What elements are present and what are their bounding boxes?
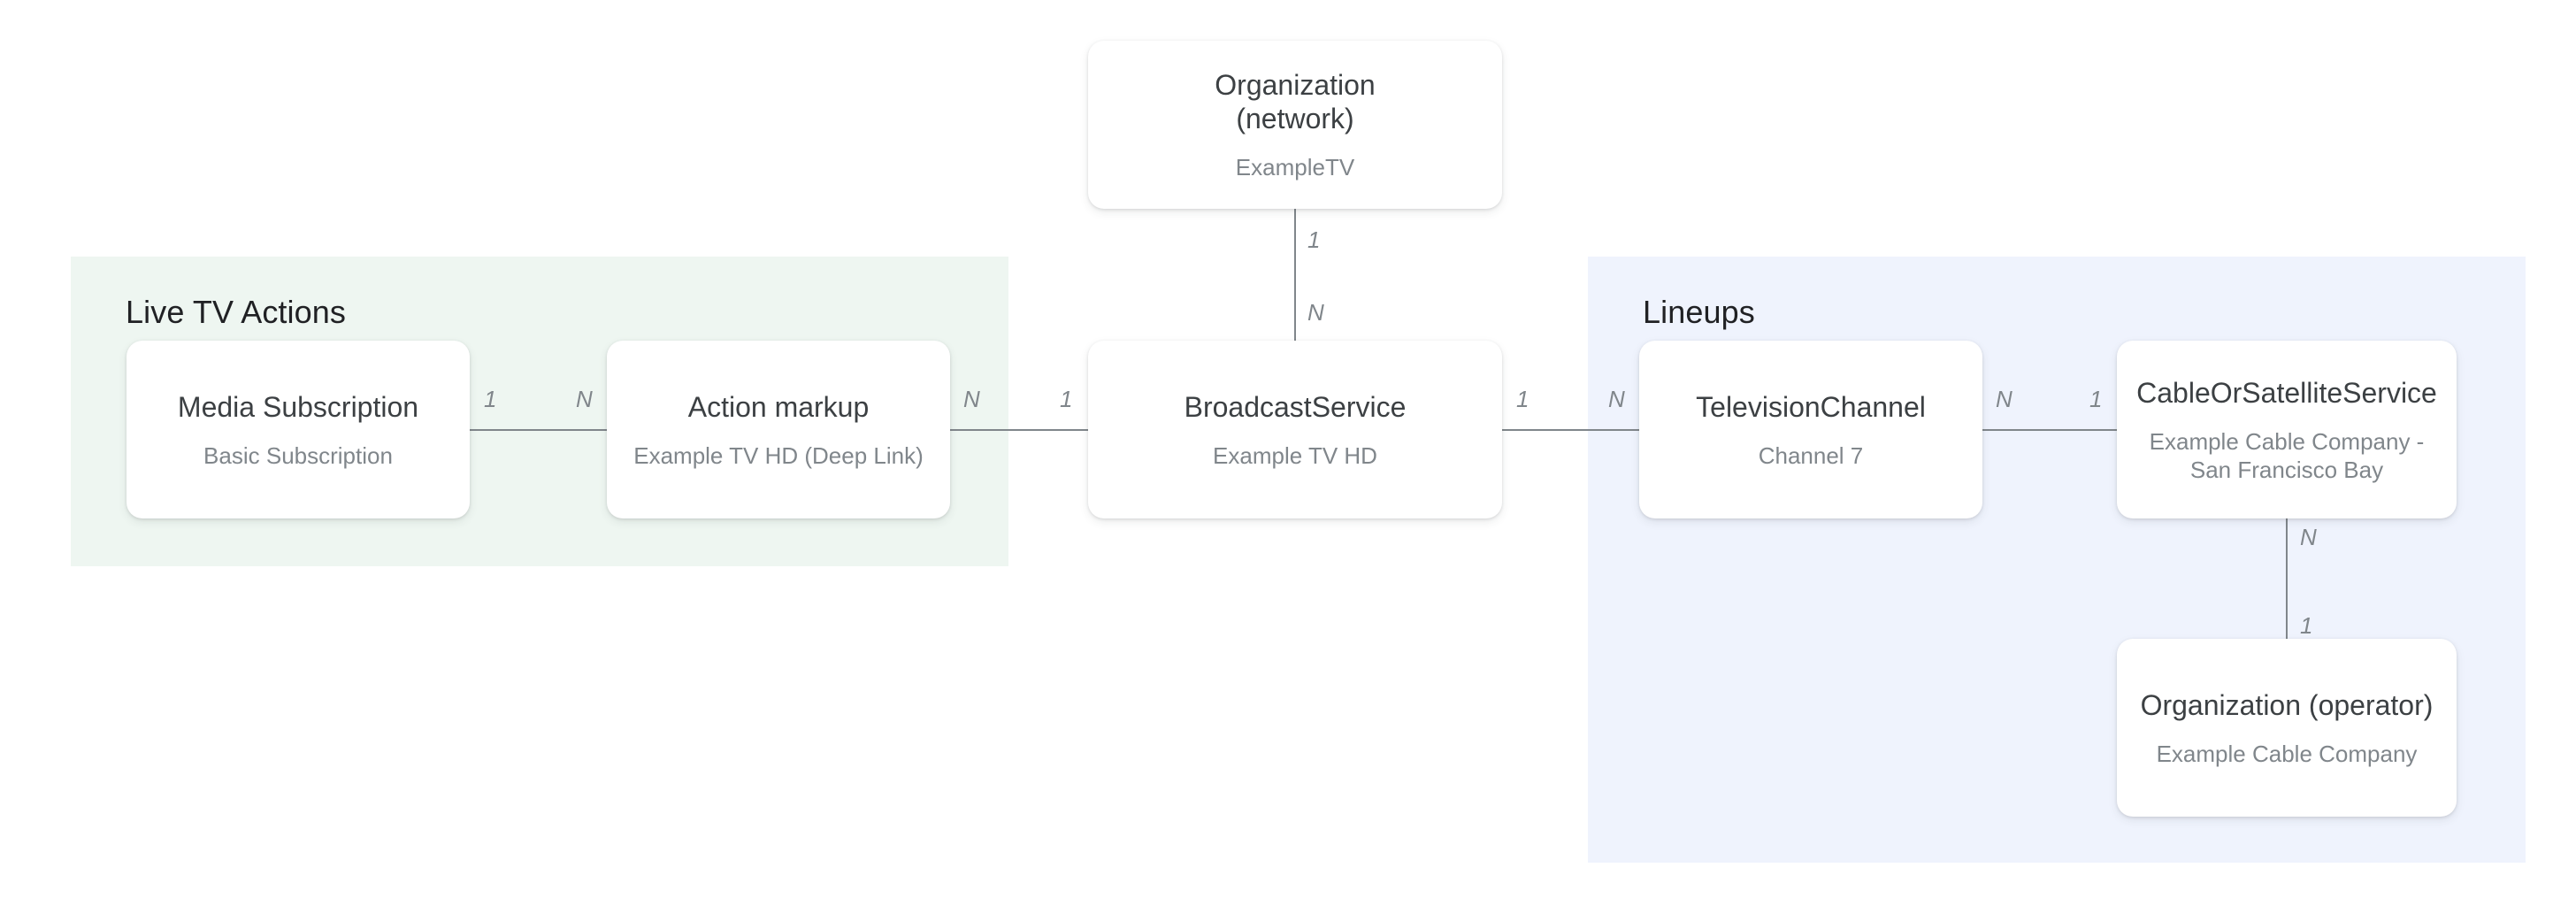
entity-card-organization-operator[interactable]: Organization (operator) Example Cable Co… <box>2117 639 2457 817</box>
edge-cardinality-action-markup-to-broadcast-from: N <box>963 386 980 412</box>
entity-subtitle-organization-operator: Example Cable Company <box>2156 740 2418 767</box>
edge-cardinality-media-subscription-to-action-markup-from: 1 <box>484 386 497 412</box>
entity-title-broadcast-service: BroadcastService <box>1184 390 1407 423</box>
entity-subtitle-organization-network: ExampleTV <box>1235 154 1355 180</box>
group-title-live-tv-actions: Live TV Actions <box>126 294 346 330</box>
edge-line-media-subscription-to-action-markup <box>470 429 607 431</box>
edge-line-cable-to-org-operator <box>2286 518 2288 639</box>
entity-subtitle-broadcast-service: Example TV HD <box>1213 441 1377 469</box>
entity-title-organization-network: Organization (network) <box>1215 69 1376 134</box>
edge-cardinality-television-channel-to-cable-to: 1 <box>2089 386 2103 412</box>
edge-cardinality-org-network-to-broadcast-from: 1 <box>1307 226 1321 253</box>
entity-title-organization-operator: Organization (operator) <box>2140 688 2434 721</box>
entity-card-television-channel[interactable]: TelevisionChannel Channel 7 <box>1639 341 1982 518</box>
group-title-lineups: Lineups <box>1643 294 1755 330</box>
entity-subtitle-media-subscription: Basic Subscription <box>203 441 393 469</box>
entity-card-media-subscription[interactable]: Media Subscription Basic Subscription <box>126 341 470 518</box>
edge-cardinality-cable-to-org-operator-to: 1 <box>2300 612 2313 639</box>
entity-card-cable-or-satellite-service[interactable]: CableOrSatelliteService Example Cable Co… <box>2117 341 2457 518</box>
entity-title-action-markup: Action markup <box>687 390 870 423</box>
edge-line-television-channel-to-cable <box>1982 429 2117 431</box>
entity-title-cable-or-satellite-service: CableOrSatelliteService <box>2136 376 2437 409</box>
entity-subtitle-cable-or-satellite-service: Example Cable Company - San Francisco Ba… <box>2149 427 2425 483</box>
edge-line-action-markup-to-broadcast <box>950 429 1088 431</box>
edge-cardinality-broadcast-to-television-channel-from: 1 <box>1516 386 1530 412</box>
entity-card-action-markup[interactable]: Action markup Example TV HD (Deep Link) <box>607 341 950 518</box>
entity-title-media-subscription: Media Subscription <box>177 390 419 423</box>
entity-subtitle-television-channel: Channel 7 <box>1758 441 1864 469</box>
edge-cardinality-television-channel-to-cable-from: N <box>1996 386 2012 412</box>
edge-cardinality-media-subscription-to-action-markup-to: N <box>576 386 593 412</box>
entity-card-broadcast-service[interactable]: BroadcastService Example TV HD <box>1088 341 1502 518</box>
edge-line-org-network-to-broadcast <box>1294 209 1296 341</box>
edge-cardinality-action-markup-to-broadcast-to: 1 <box>1060 386 1073 412</box>
entity-title-television-channel: TelevisionChannel <box>1696 390 1926 423</box>
edge-cardinality-cable-to-org-operator-from: N <box>2300 524 2317 550</box>
entity-subtitle-action-markup: Example TV HD (Deep Link) <box>633 441 924 469</box>
entity-card-organization-network[interactable]: Organization (network) ExampleTV <box>1088 41 1502 209</box>
edge-line-broadcast-to-television-channel <box>1502 429 1639 431</box>
edge-cardinality-broadcast-to-television-channel-to: N <box>1608 386 1625 412</box>
edge-cardinality-org-network-to-broadcast-to: N <box>1307 299 1324 326</box>
